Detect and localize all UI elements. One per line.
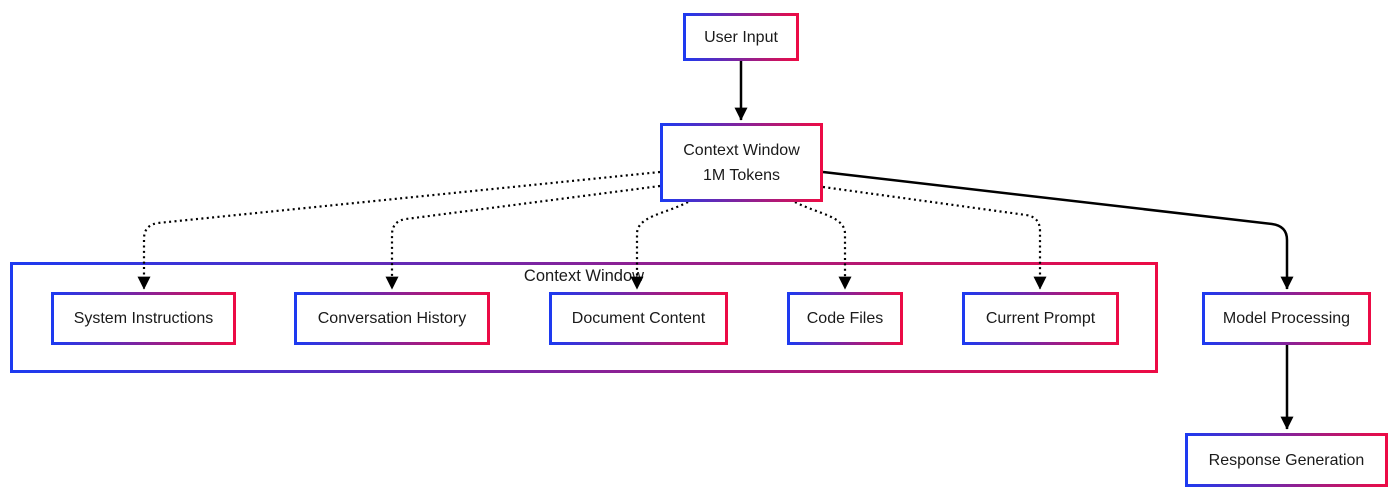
node-document-content-label: Document Content bbox=[571, 310, 706, 327]
node-model-processing-label: Model Processing bbox=[1222, 310, 1351, 327]
cluster-label: Context Window bbox=[523, 267, 645, 285]
node-system-instructions-label: System Instructions bbox=[73, 310, 214, 327]
node-response-generation-label: Response Generation bbox=[1208, 451, 1365, 469]
node-code-files-label: Code Files bbox=[806, 310, 884, 327]
node-current-prompt: Current Prompt bbox=[962, 292, 1119, 345]
node-current-prompt-label: Current Prompt bbox=[985, 310, 1096, 327]
node-conversation-history-label: Conversation History bbox=[317, 310, 467, 327]
node-code-files: Code Files bbox=[787, 292, 903, 345]
node-user-input-label: User Input bbox=[704, 28, 778, 46]
node-model-processing: Model Processing bbox=[1202, 292, 1371, 345]
node-response-generation: Response Generation bbox=[1185, 433, 1388, 487]
node-document-content: Document Content bbox=[549, 292, 728, 345]
node-conversation-history: Conversation History bbox=[294, 292, 490, 345]
node-user-input: User Input bbox=[683, 13, 799, 61]
node-context-window-label-line2: 1M Tokens bbox=[702, 166, 781, 184]
node-system-instructions: System Instructions bbox=[51, 292, 236, 345]
node-context-window: Context Window 1M Tokens bbox=[660, 123, 823, 202]
node-context-window-label-line1: Context Window bbox=[683, 141, 800, 159]
